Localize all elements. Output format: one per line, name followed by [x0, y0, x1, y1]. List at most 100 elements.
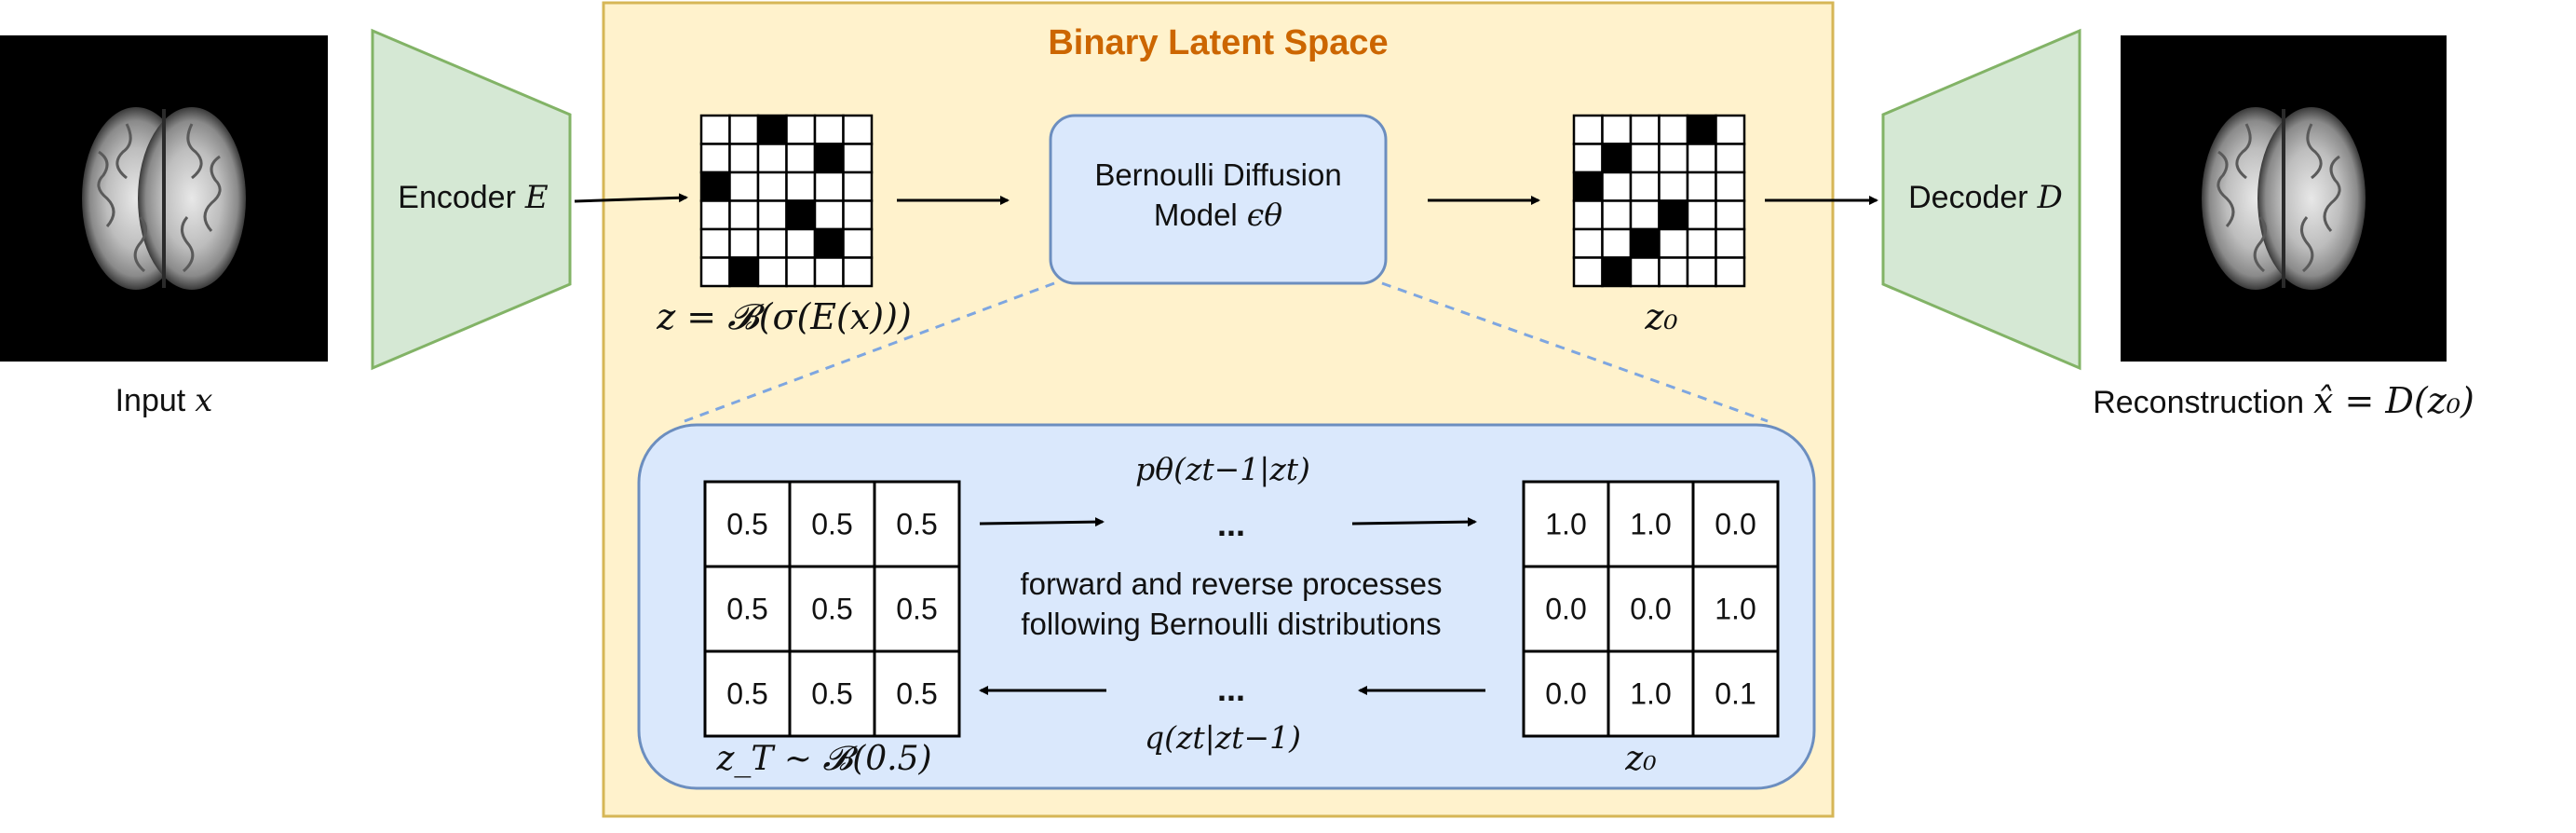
grid-cell — [1686, 227, 1717, 259]
grid-cell — [1686, 256, 1717, 288]
grid-cell-value: 0.5 — [726, 593, 767, 626]
grid-cell — [813, 171, 845, 202]
decoder-label: Decoder D — [1908, 179, 2063, 216]
model-block — [1049, 114, 1388, 285]
grid-cell — [842, 227, 874, 259]
process-description-line1: forward and reverse processes — [1020, 567, 1442, 601]
zT-label: z_T ∼ 𝓑(0.5) — [715, 740, 931, 778]
grid-cell — [1572, 199, 1604, 231]
arrow-to-z0-forward — [1351, 517, 1477, 527]
grid-cell — [813, 143, 845, 174]
grid-cell — [1629, 227, 1661, 259]
grid-cell — [703, 565, 792, 653]
model-label-line1: Bernoulli Diffusion — [1094, 157, 1341, 192]
grid-cell — [813, 227, 845, 259]
grid-cell — [1629, 171, 1661, 202]
grid-cell — [842, 114, 874, 145]
grid-cell — [1686, 143, 1717, 174]
output-brain-icon — [2202, 107, 2366, 290]
grid-cell — [699, 199, 731, 231]
grid-cell — [1601, 171, 1633, 202]
ellipsis-top: ... — [1217, 505, 1245, 543]
grid-cell — [1572, 171, 1604, 202]
process-z0-label: z₀ — [1624, 740, 1656, 778]
grid-cell — [756, 256, 788, 288]
ellipsis-bottom: ... — [1217, 670, 1245, 708]
grid-cell-value: 0.1 — [1715, 677, 1756, 711]
grid-cell — [1686, 199, 1717, 231]
grid-cell — [1686, 171, 1717, 202]
grid-cell-value: 1.0 — [1630, 677, 1671, 711]
grid-cell — [728, 171, 760, 202]
grid-cell — [785, 143, 817, 174]
grid-cell — [1715, 227, 1746, 259]
encoder-label-text: Encoder — [398, 180, 516, 215]
arrow-encoder-to-z — [574, 193, 688, 203]
grid-cell — [1601, 143, 1633, 174]
grid-cell — [1607, 480, 1695, 568]
grid-cell — [1658, 227, 1689, 259]
grid-cell — [1691, 649, 1780, 738]
grid-cell — [1629, 199, 1661, 231]
grid-cell — [1715, 256, 1746, 288]
grid-cell — [842, 171, 874, 202]
decoder-label-var: D — [2037, 179, 2063, 216]
grid-cell — [785, 199, 817, 231]
decoder-label-text: Decoder — [1908, 180, 2028, 215]
input-brain-icon — [82, 107, 246, 290]
grid-cell — [1522, 565, 1610, 653]
grid-cell — [1691, 565, 1780, 653]
grid-cell-value: 0.5 — [811, 593, 852, 626]
grid-cell — [699, 114, 731, 145]
grid-cell — [699, 171, 731, 202]
latent-z-grid — [699, 114, 874, 288]
grid-cell — [1658, 143, 1689, 174]
grid-cell — [756, 227, 788, 259]
grid-cell-value: 0.5 — [726, 508, 767, 541]
reconstruction-label: Reconstruction x̂ = D(z₀) — [2093, 380, 2474, 421]
grid-cell — [1715, 199, 1746, 231]
grid-cell — [699, 227, 731, 259]
grid-cell — [756, 199, 788, 231]
grid-cell — [1601, 256, 1633, 288]
grid-cell — [1607, 565, 1695, 653]
grid-cell — [1601, 227, 1633, 259]
grid-cell — [756, 114, 788, 145]
grid-cell-value: 0.5 — [726, 677, 767, 711]
encoder-label-var: E — [524, 179, 549, 216]
grid-cell — [756, 143, 788, 174]
grid-cell — [1572, 114, 1604, 145]
arrow-zT-forward — [979, 517, 1105, 527]
grid-cell — [1601, 114, 1633, 145]
model-label-line2-var: ϵθ — [1247, 197, 1282, 233]
latent-space-title: Binary Latent Space — [1048, 23, 1388, 62]
grid-cell — [785, 171, 817, 202]
encoder-block — [371, 28, 572, 371]
forward-process-label: q(zt|zt−1) — [1145, 719, 1301, 756]
input-label-text: Input — [115, 383, 186, 418]
grid-cell — [813, 256, 845, 288]
grid-cell — [1601, 199, 1633, 231]
grid-cell — [756, 171, 788, 202]
grid-cell — [1715, 171, 1746, 202]
grid-cell-value: 1.0 — [1545, 508, 1586, 541]
reconstruction-label-text: Reconstruction — [2093, 385, 2304, 420]
grid-cell — [728, 227, 760, 259]
grid-cell — [1658, 199, 1689, 231]
grid-cell — [788, 649, 876, 738]
grid-cell — [1658, 256, 1689, 288]
grid-cell — [842, 256, 874, 288]
grid-cell — [813, 114, 845, 145]
grid-cell — [873, 565, 961, 653]
grid-cell — [873, 649, 961, 738]
grid-cell — [699, 256, 731, 288]
grid-cell — [785, 256, 817, 288]
grid-cell — [1691, 480, 1780, 568]
grid-cell — [699, 143, 731, 174]
reconstruction-label-math: x̂ = D(z₀) — [2313, 380, 2474, 421]
grid-cell — [1572, 256, 1604, 288]
